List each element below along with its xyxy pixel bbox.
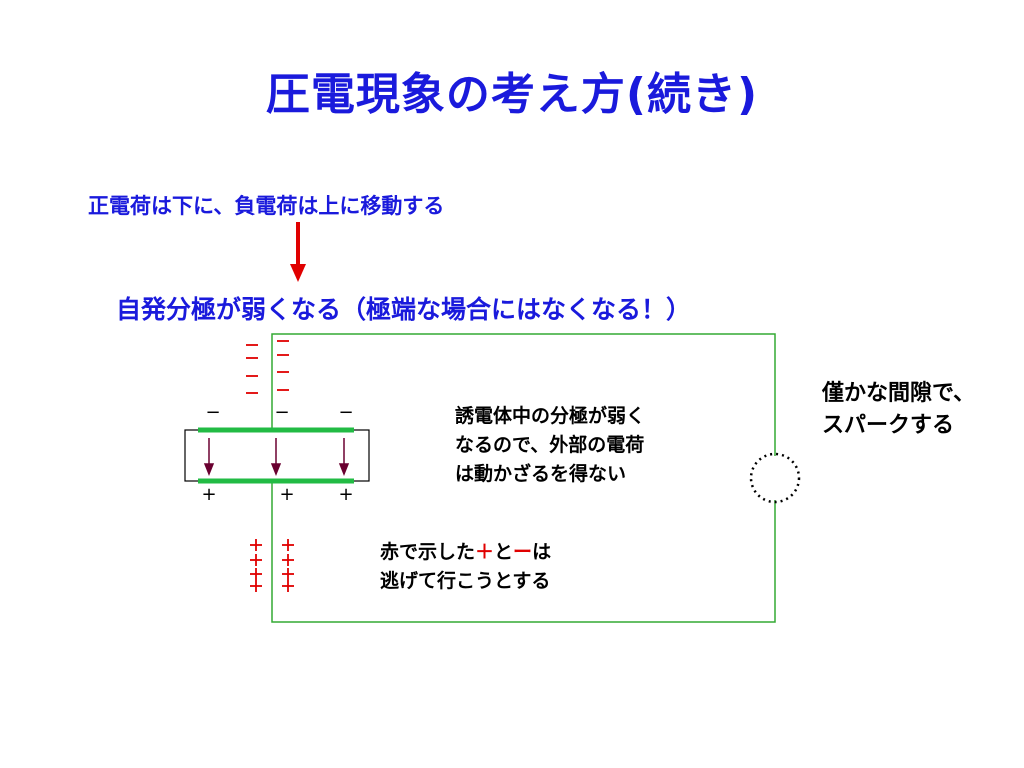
red-negative-charges	[246, 340, 289, 394]
escape-minus: ー	[513, 541, 533, 563]
polarization-arrows	[203, 438, 350, 477]
explanation-text: 誘電体中の分極が弱く なるので、外部の電荷 は動かざるを得ない	[455, 402, 645, 489]
surface-plus-2: +	[279, 484, 294, 505]
down-arrow-head	[290, 264, 306, 282]
circuit-wire-upper	[271, 333, 776, 456]
escape-pre: 赤で示した	[380, 541, 476, 563]
surface-minus-2: −	[274, 402, 289, 423]
red-positive-charges	[250, 539, 294, 592]
explanation-line-3: は動かざるを得ない	[455, 463, 627, 485]
escape-mid: と	[494, 541, 514, 563]
escape-line-1: 赤で示した＋とーは	[380, 538, 551, 567]
spark-line-2: スパークする	[822, 413, 955, 438]
spark-note: 僅かな間隙で、 スパークする	[822, 378, 975, 442]
surface-charges: − − − + + +	[201, 402, 353, 505]
page-title: 圧電現象の考え方(続き)	[265, 69, 759, 120]
spark-line-1: 僅かな間隙で、	[822, 381, 976, 406]
escape-post: は	[532, 541, 552, 563]
spark-gap-circle	[749, 452, 801, 504]
surface-plus-3: +	[338, 484, 353, 505]
explanation-line-2: なるので、外部の電荷	[455, 434, 645, 456]
surface-minus-1: −	[205, 402, 220, 423]
charge-movement-note: 正電荷は下に、負電荷は上に移動する	[88, 194, 445, 218]
explanation-line-1: 誘電体中の分極が弱く	[455, 405, 646, 427]
escape-plus: ＋	[475, 541, 495, 563]
surface-minus-3: −	[338, 402, 353, 423]
surface-plus-1: +	[201, 484, 216, 505]
escape-note: 赤で示した＋とーは 逃げて行こうとする	[380, 538, 551, 596]
escape-line-2: 逃げて行こうとする	[380, 570, 551, 592]
result-statement: 自発分極が弱くなる（極端な場合にはなくなる！）	[116, 295, 692, 324]
